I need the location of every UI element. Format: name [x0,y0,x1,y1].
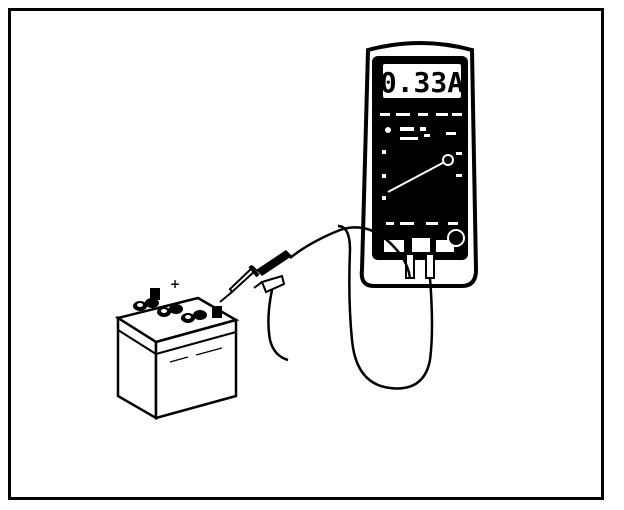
illustration-frame [8,8,604,500]
test-leads [267,224,434,390]
test-probe [219,250,292,303]
test-lead-plug-black [425,253,435,279]
alligator-clip [253,274,286,294]
battery-negative-terminal [212,306,222,318]
test-lead-wire-red [289,226,412,279]
range-markings [380,113,462,225]
test-lead-loose [267,289,289,362]
multimeter: 0.33A [359,41,479,288]
rotary-selector-dial [387,154,454,193]
multimeter-body [372,56,468,260]
lcd-display [381,62,463,100]
battery-front [154,318,238,420]
meter-reading: 0.33A [380,66,464,99]
battery: + [114,277,240,421]
battery-positive-terminal [150,288,160,300]
positive-terminal-label: + [170,277,180,291]
test-lead-wire-black [337,224,434,390]
